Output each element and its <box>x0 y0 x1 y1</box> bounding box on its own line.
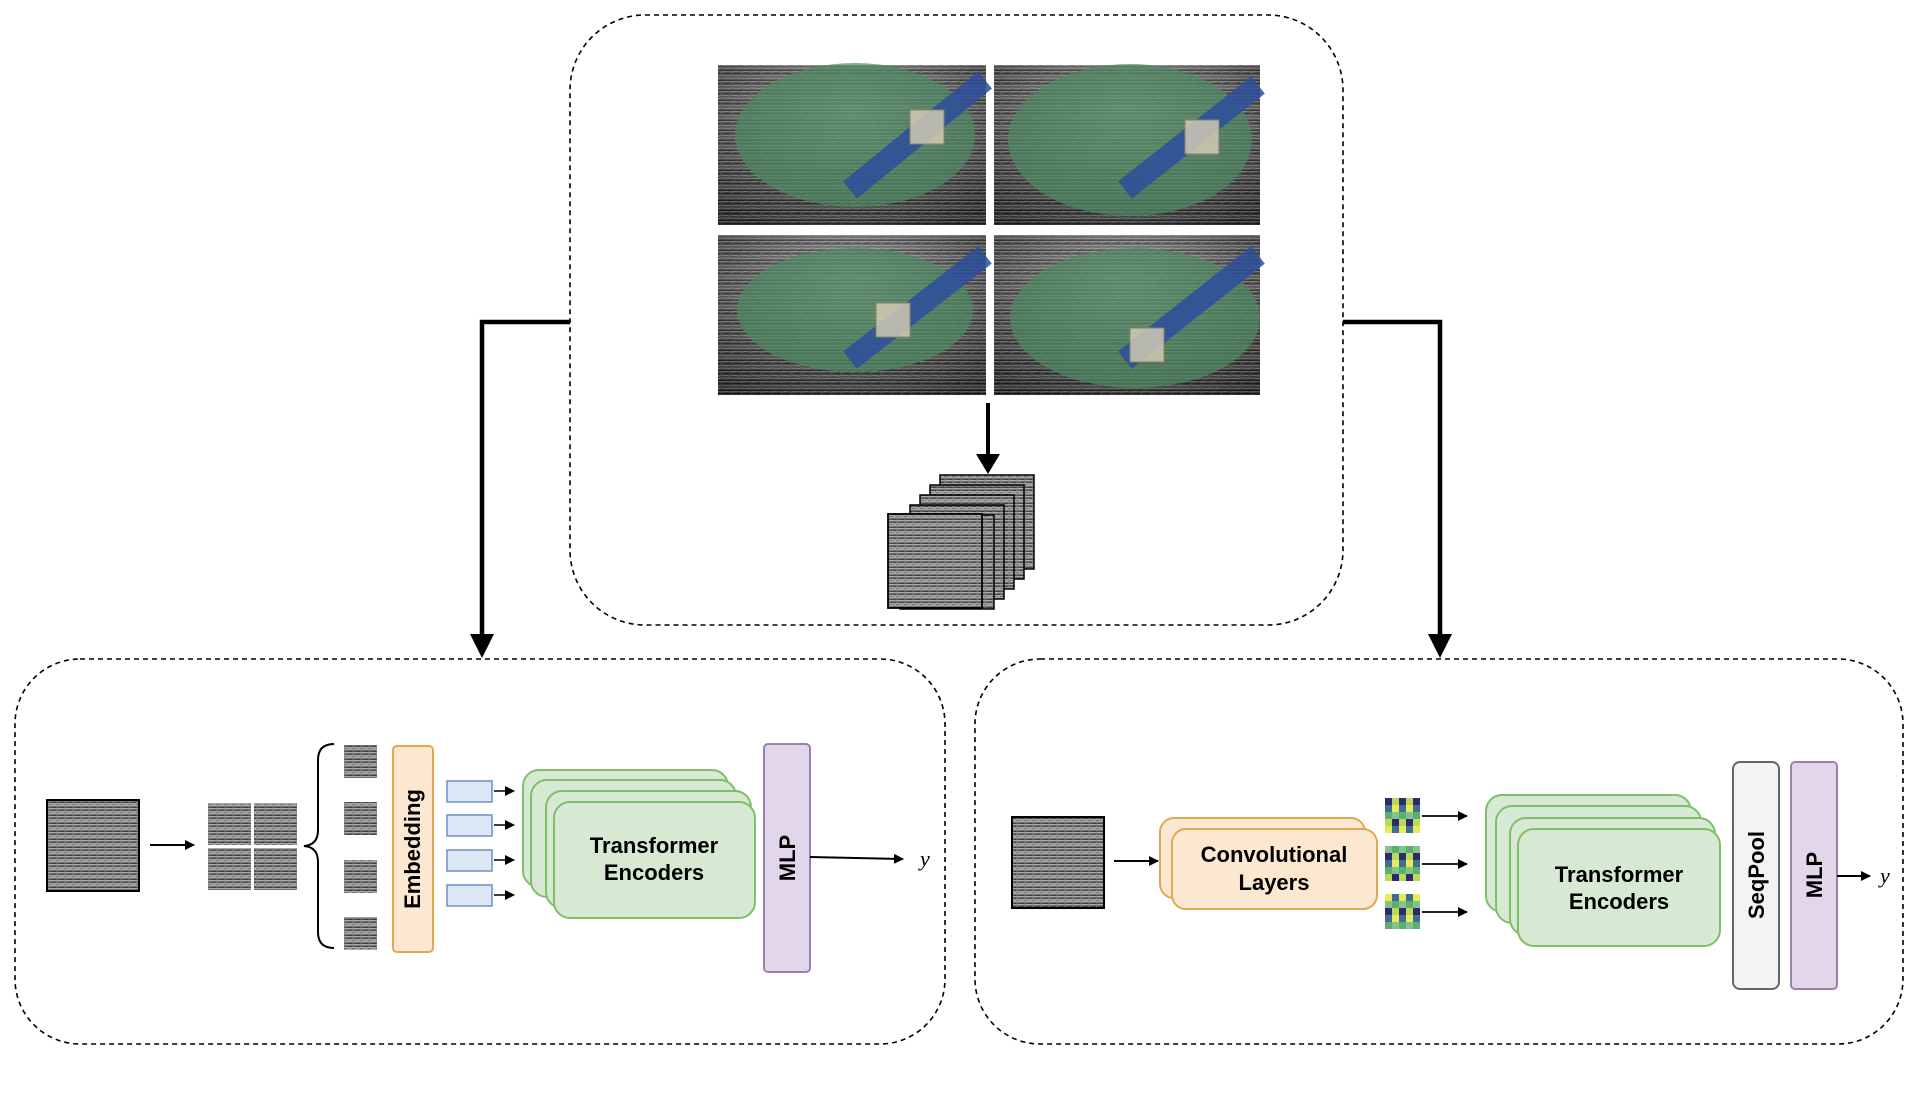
left-transformer-label-2: Encoders <box>604 860 704 885</box>
feature-map-2 <box>1385 846 1468 881</box>
ultrasound-panel-1 <box>718 63 992 225</box>
left-mlp-block: MLP <box>763 743 811 973</box>
ultrasound-panel-4 <box>994 235 1265 395</box>
right-input-patch <box>1011 816 1105 909</box>
right-transformer-stack: Transformer Encoders <box>1485 794 1721 947</box>
split-brace <box>303 743 335 949</box>
embedding-block: Embedding <box>392 745 434 953</box>
left-transformer-label: Transformer <box>590 833 719 858</box>
patch-sequence <box>344 745 377 950</box>
left-output-arrow <box>809 853 904 864</box>
feature-map-3 <box>1385 894 1468 929</box>
right-container <box>974 658 1904 1045</box>
right-mlp-block: MLP <box>1790 761 1838 990</box>
conv-layers-block: Convolutional Layers <box>1159 817 1378 910</box>
feature-maps <box>1385 798 1468 929</box>
split-patch-grid <box>208 803 297 890</box>
left-mlp-label: MLP <box>775 835 800 881</box>
ultrasound-panel-3 <box>718 235 992 395</box>
left-output-label: y <box>918 846 930 871</box>
left-container <box>14 658 946 1045</box>
left-transformer-stack: Transformer Encoders <box>522 769 756 919</box>
right-output-label: y <box>1878 863 1890 888</box>
conv-label-1: Convolutional <box>1201 842 1348 867</box>
patch-stack <box>887 474 1035 610</box>
embedding-label: Embedding <box>400 789 425 909</box>
seqpool-block: SeqPool <box>1732 761 1780 990</box>
right-transformer-label-1: Transformer <box>1555 862 1684 887</box>
right-branch-arrow <box>1343 319 1452 658</box>
right-transformer-label-2: Encoders <box>1569 889 1669 914</box>
token-vectors <box>446 780 515 907</box>
stack-arrow <box>976 403 1000 474</box>
feature-map-1 <box>1385 798 1468 833</box>
left-input-patch <box>46 799 140 892</box>
seqpool-label: SeqPool <box>1744 831 1769 919</box>
right-mlp-label: MLP <box>1802 852 1827 898</box>
left-branch-arrow <box>470 319 570 658</box>
ultrasound-panel-2 <box>994 64 1265 225</box>
conv-label-2: Layers <box>1239 870 1310 895</box>
ultrasound-image-grid <box>718 63 1265 395</box>
